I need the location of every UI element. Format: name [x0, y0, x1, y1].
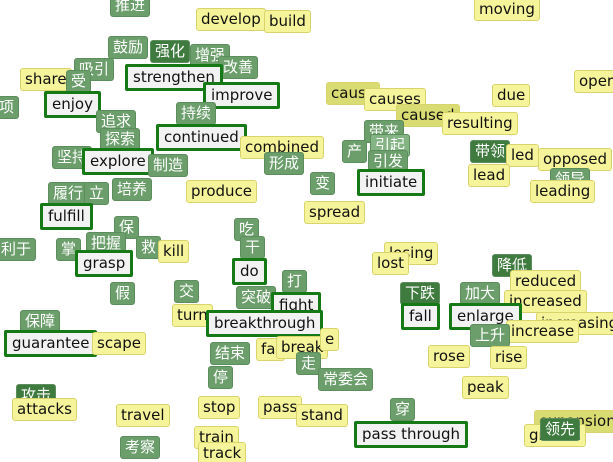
- word-rise[interactable]: rise: [490, 346, 528, 369]
- word-resulting[interactable]: resulting: [442, 112, 518, 135]
- word-guli[interactable]: 鼓励: [108, 36, 149, 59]
- word-xiang[interactable]: 项: [0, 96, 20, 119]
- word-stand[interactable]: stand: [296, 404, 348, 427]
- word-guarantee[interactable]: guarantee: [4, 330, 98, 357]
- word-grasp[interactable]: grasp: [75, 250, 134, 277]
- word-liyu[interactable]: 利于: [0, 238, 37, 261]
- word-led[interactable]: led: [506, 144, 539, 167]
- word-do[interactable]: do: [232, 258, 267, 285]
- word-ting[interactable]: 停: [208, 366, 234, 389]
- word-escape[interactable]: scape: [92, 332, 147, 355]
- word-zhang[interactable]: 掌: [56, 238, 82, 261]
- word-build[interactable]: build: [264, 10, 311, 33]
- word-shangsheng[interactable]: 上升: [470, 324, 511, 347]
- word-oper[interactable]: oper: [574, 70, 613, 93]
- word-breakthrough[interactable]: breakthrough: [206, 310, 324, 337]
- word-baozhang[interactable]: 保障: [20, 310, 61, 333]
- word-jiada[interactable]: 加大: [460, 282, 501, 305]
- word-chixu[interactable]: 持续: [176, 102, 217, 125]
- word-losing[interactable]: losing: [384, 242, 439, 265]
- word-pass-through[interactable]: pass through: [354, 421, 469, 448]
- word-zhizao[interactable]: 制造: [148, 154, 189, 177]
- word-zou[interactable]: 走: [296, 352, 322, 375]
- word-tuijin[interactable]: 推进: [110, 0, 151, 17]
- word-strengthen[interactable]: strengthen: [125, 64, 223, 91]
- word-explore[interactable]: explore: [82, 148, 154, 175]
- word-gan[interactable]: 干: [240, 236, 266, 259]
- word-stop[interactable]: stop: [198, 396, 241, 419]
- word-zhuiqiu[interactable]: 追求: [96, 110, 137, 133]
- word-chi[interactable]: 吃: [234, 218, 260, 241]
- word-bian[interactable]: 变: [310, 172, 336, 195]
- word-tansuo[interactable]: 探索: [100, 128, 141, 151]
- word-peiyang[interactable]: 培养: [112, 178, 153, 201]
- word-travel[interactable]: travel: [116, 404, 170, 427]
- word-share[interactable]: share: [20, 68, 72, 91]
- word-xiadie[interactable]: 下跌: [400, 282, 441, 305]
- word-zengqiang[interactable]: 增强: [190, 44, 231, 67]
- word-fulfill[interactable]: fulfill: [40, 203, 93, 230]
- word-produce[interactable]: produce: [186, 180, 258, 203]
- word-chan[interactable]: 产: [342, 140, 368, 163]
- word-lingxian[interactable]: 领先: [540, 418, 581, 441]
- word-initiate[interactable]: initiate: [357, 169, 426, 196]
- word-kill[interactable]: kill: [158, 240, 190, 263]
- word-shou[interactable]: 受: [66, 70, 92, 93]
- word-due[interactable]: due: [492, 84, 531, 107]
- word-xingcheng[interactable]: 形成: [264, 152, 305, 175]
- word-chuan[interactable]: 穿: [390, 398, 416, 421]
- word-kaocha[interactable]: 考察: [120, 436, 161, 459]
- word-enjoy[interactable]: enjoy: [44, 91, 101, 118]
- word-moving[interactable]: moving: [474, 0, 540, 21]
- word-dailing[interactable]: 带领: [470, 140, 511, 163]
- word-da[interactable]: 打: [282, 270, 308, 293]
- word-continued[interactable]: continued: [156, 124, 247, 151]
- word-track[interactable]: track: [198, 442, 247, 462]
- word-develop[interactable]: develop: [196, 8, 266, 31]
- word-gaishan[interactable]: 改善: [218, 56, 259, 79]
- word-fall[interactable]: fall: [401, 303, 440, 330]
- word-chang[interactable]: 常委会: [318, 368, 374, 391]
- word-increase[interactable]: increase: [506, 320, 580, 343]
- word-attacks[interactable]: attacks: [12, 398, 77, 421]
- word-pass[interactable]: pass: [258, 396, 303, 419]
- word-lost[interactable]: lost: [372, 252, 410, 275]
- word-li[interactable]: 立: [84, 182, 110, 205]
- word-qianghua[interactable]: 强化: [150, 40, 191, 63]
- word-e[interactable]: e: [320, 328, 340, 351]
- word-jieshu[interactable]: 结束: [210, 342, 251, 365]
- word-lvxing[interactable]: 履行: [48, 182, 89, 205]
- word-peak[interactable]: peak: [462, 376, 509, 399]
- word-jiao[interactable]: 交: [174, 280, 200, 303]
- word-lead[interactable]: lead: [468, 164, 511, 187]
- word-bawo[interactable]: 把握: [86, 232, 127, 255]
- word-jia[interactable]: 假: [110, 282, 136, 305]
- word-leading[interactable]: leading: [530, 180, 596, 203]
- word-rose[interactable]: rose: [428, 345, 471, 368]
- word-spread[interactable]: spread: [304, 201, 366, 224]
- word-tupo[interactable]: 突破: [236, 286, 277, 309]
- word-opposed[interactable]: opposed: [538, 148, 612, 171]
